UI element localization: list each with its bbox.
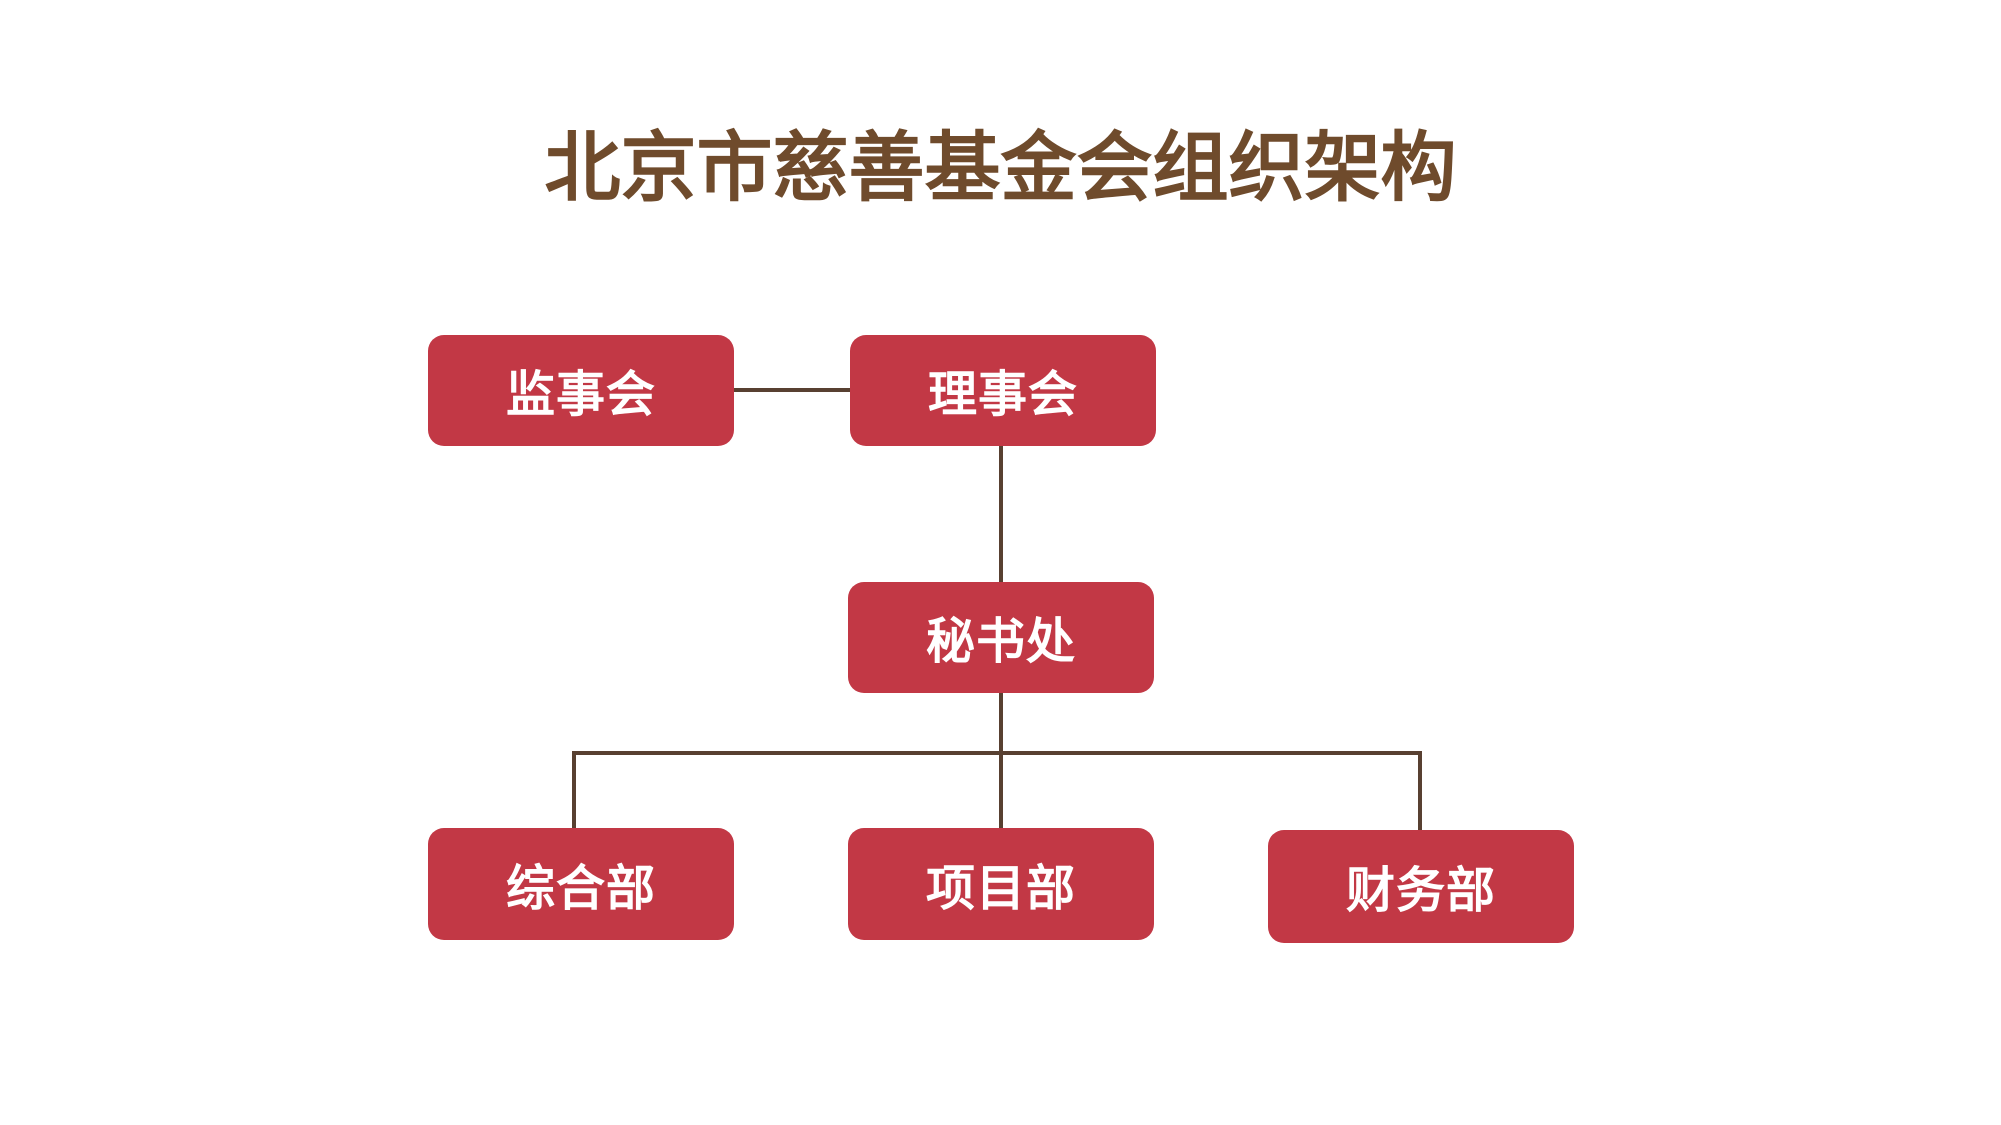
node-label: 财务部 xyxy=(1345,863,1496,918)
node-finance-dept: 财务部 xyxy=(1268,830,1574,943)
node-label: 项目部 xyxy=(925,860,1076,916)
connector-board-to-secretariat xyxy=(999,444,1003,584)
node-supervisory-board: 监事会 xyxy=(428,335,734,446)
connector-distributor-rail xyxy=(572,751,1422,755)
node-general-affairs-dept: 综合部 xyxy=(428,828,734,940)
connector-secretariat-to-rail xyxy=(999,691,1003,830)
connector-supervisory-to-board xyxy=(734,388,850,392)
node-label: 秘书处 xyxy=(925,614,1076,669)
connector-rail-to-finance xyxy=(1418,751,1422,832)
node-label: 监事会 xyxy=(505,367,656,422)
node-board-of-directors: 理事会 xyxy=(850,335,1156,446)
node-project-dept: 项目部 xyxy=(848,828,1154,940)
node-label: 理事会 xyxy=(927,367,1078,422)
page-title: 北京市慈善基金会组织架构 xyxy=(544,127,1457,211)
node-secretariat: 秘书处 xyxy=(848,582,1154,693)
node-label: 综合部 xyxy=(505,860,656,916)
connector-rail-to-general-affairs xyxy=(572,751,576,830)
